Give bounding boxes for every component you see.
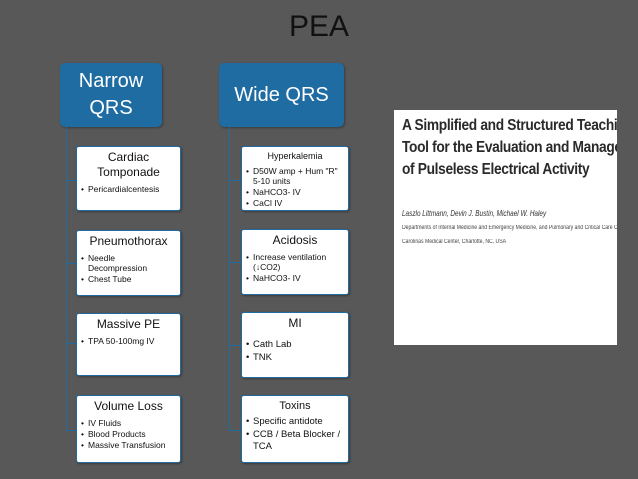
card-title: Cardiac Tomponade (97, 150, 160, 179)
card-item: Cath Lab (246, 339, 344, 351)
card-item: Blood Products (81, 429, 176, 439)
card-item: CCB / Beta Blocker / TCA (246, 429, 344, 453)
card-title: Massive PE (96, 317, 161, 331)
wide-connector-line (229, 127, 230, 430)
card-item: D50W amp + Hum "R" 5-10 units (246, 166, 344, 186)
card-item: Chest Tube (81, 274, 176, 284)
paper-title-line: A Simplified and Structured Teaching (402, 117, 617, 134)
narrow-qrs-header-line2: QRS (89, 97, 133, 119)
card-acidosis: Acidosis Increase ventilation (↓CO2) NaH… (241, 229, 349, 295)
narrow-connector-4 (66, 430, 77, 431)
card-item: Increase ventilation (↓CO2) (246, 252, 344, 272)
card-item: Massive Transfusion (81, 440, 176, 450)
card-pneumothorax: Pneumothorax Needle Decompression Chest … (76, 230, 181, 296)
narrow-connector-2 (66, 263, 77, 264)
card-massive-pe: Massive PE TPA 50-100mg IV (76, 313, 181, 376)
card-cardiac-tamponade: Cardiac Tomponade Pericardialcentesis (76, 146, 181, 211)
paper-authors: Laszlo Littmann, Devin J. Bustin, Michae… (402, 209, 547, 218)
card-title: Volume Loss (94, 399, 163, 413)
paper-title-image: A Simplified and Structured Teaching Too… (394, 110, 617, 345)
wide-connector-1 (229, 180, 242, 181)
card-item: NaHCO3- IV (246, 273, 344, 283)
card-hyperkalemia: Hyperkalemia D50W amp + Hum "R" 5-10 uni… (241, 146, 349, 211)
card-mi: MI Cath Lab TNK (241, 312, 349, 378)
card-item: IV Fluids (81, 418, 176, 428)
card-item: Needle Decompression (81, 253, 176, 273)
narrow-connector-1 (66, 180, 77, 181)
paper-title-line: Tool for the Evaluation and Management (402, 139, 617, 156)
wide-connector-4 (229, 430, 242, 431)
slide-title: PEA (288, 10, 350, 43)
card-item: TPA 50-100mg IV (81, 336, 176, 346)
paper-affiliation-line: Carolinas Medical Center, Charlotte, NC,… (402, 239, 507, 245)
narrow-qrs-header-line1: Narrow (78, 70, 144, 92)
card-item: TNK (246, 352, 344, 364)
card-title: Acidosis (272, 233, 318, 247)
card-title: Toxins (279, 400, 311, 412)
narrow-qrs-header: Narrow QRS (60, 63, 162, 127)
card-title: MI (288, 316, 302, 330)
card-item: NaHCO3- IV (246, 187, 344, 197)
wide-connector-3 (229, 345, 242, 346)
card-item: Specific antidote (246, 416, 344, 428)
narrow-connector-3 (66, 343, 77, 344)
card-title: Pneumothorax (89, 234, 168, 248)
card-toxins: Toxins Specific antidote CCB / Beta Bloc… (241, 395, 349, 463)
narrow-connector-line (66, 127, 67, 430)
wide-connector-2 (229, 262, 242, 263)
paper-title-line: of Pulseless Electrical Activity (402, 161, 590, 178)
paper-affiliation-line: Departments of Internal Medicine and Eme… (402, 225, 617, 231)
wide-qrs-header: Wide QRS (219, 63, 344, 127)
card-title: Hyperkalemia (267, 151, 323, 161)
card-item: Pericardialcentesis (81, 184, 176, 194)
card-volume-loss: Volume Loss IV Fluids Blood Products Mas… (76, 395, 181, 463)
card-item: CaCl IV (246, 198, 344, 208)
